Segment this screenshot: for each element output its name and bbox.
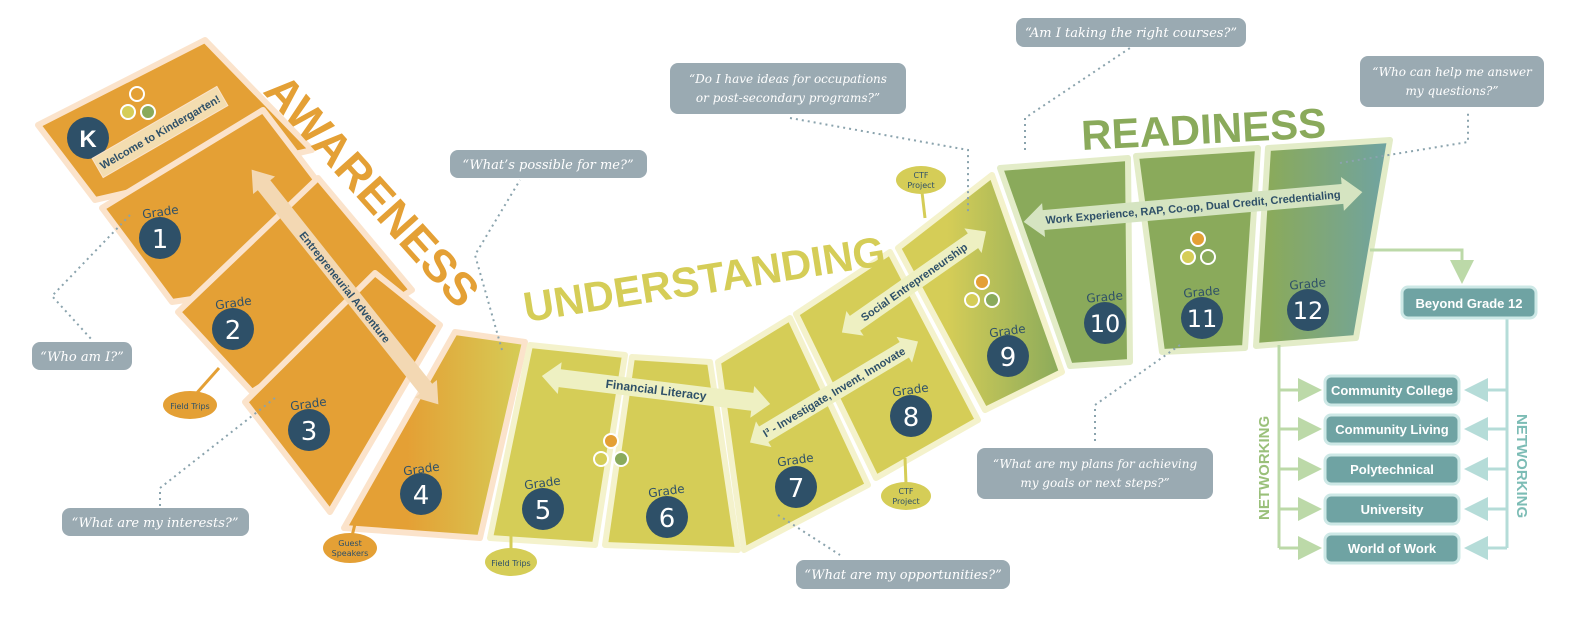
- ctf-project-tag: CTF Project: [881, 457, 931, 510]
- grade-number: 4: [413, 481, 430, 511]
- grade-label: Grade: [776, 451, 814, 470]
- question-possible: “What’s possible for me?”: [450, 150, 647, 178]
- ctf-project-tag: CTF Project: [896, 166, 946, 219]
- question-text: my questions?”: [1406, 84, 1499, 98]
- tag-label: Project: [907, 181, 934, 190]
- grade-badge-1: Grade 1: [139, 203, 181, 259]
- grade-badge-3: Grade 3: [288, 395, 330, 451]
- tag-label: Field Trips: [491, 559, 530, 568]
- grade-label: Grade: [891, 381, 929, 400]
- field-trips-tag: Field Trips: [485, 535, 537, 576]
- beyond-title: Beyond Grade 12: [1416, 296, 1523, 311]
- question-text: “What are my plans for achieving: [993, 457, 1198, 471]
- grade-number: 10: [1090, 310, 1121, 338]
- grade-number: 12: [1293, 297, 1324, 325]
- question-text: or post-secondary programs?”: [696, 91, 880, 105]
- grade-label: Grade: [988, 322, 1026, 341]
- three-circles-icon: [593, 433, 629, 467]
- grade-number: 9: [1000, 343, 1017, 373]
- grade-badge-4: Grade 4: [400, 460, 442, 515]
- networking-label-right: NETWORKING: [1513, 414, 1530, 518]
- option-label: World of Work: [1348, 541, 1437, 556]
- grade-badge-2: Grade 2: [212, 294, 254, 350]
- question-help: “Who can help me answer my questions?”: [1360, 56, 1544, 107]
- grade-number: 6: [659, 504, 676, 534]
- tag-label: CTF: [898, 487, 913, 496]
- panel-grade-6: [602, 354, 741, 553]
- question-opportunities: “What are my opportunities?”: [796, 560, 1010, 589]
- question-text: “Who can help me answer: [1372, 65, 1533, 79]
- grade-number: 7: [788, 474, 805, 504]
- question-text: “What are my opportunities?”: [804, 568, 1001, 583]
- grade-label: Grade: [1183, 283, 1221, 300]
- grade-label: Grade: [289, 395, 327, 414]
- grade-number: 8: [903, 403, 920, 433]
- kindergarten-badge: K: [67, 117, 109, 159]
- grade-label: Grade: [1289, 275, 1327, 292]
- three-circles-icon: [120, 86, 156, 120]
- option-label: Community Living: [1335, 422, 1448, 437]
- three-circles-icon: [1180, 231, 1216, 265]
- option-university: University: [1323, 493, 1461, 526]
- option-label: Polytechnical: [1350, 462, 1434, 477]
- question-text: “What are my interests?”: [72, 516, 239, 531]
- grade-number: 11: [1187, 305, 1218, 333]
- panel-grade-5: [487, 342, 628, 548]
- grade-number: 2: [225, 316, 242, 346]
- grade-number: 5: [535, 496, 552, 526]
- option-label: University: [1361, 502, 1425, 517]
- grade-badge-10: Grade 10: [1084, 288, 1126, 344]
- grade-number: 3: [301, 417, 318, 447]
- option-label: Community College: [1331, 383, 1453, 398]
- kindergarten-letter: K: [79, 126, 97, 153]
- dotted-connectors: [50, 47, 1469, 556]
- question-text: “Do I have ideas for occupations: [689, 72, 887, 86]
- tag-label: CTF: [913, 171, 928, 180]
- question-plans: “What are my plans for achieving my goal…: [977, 448, 1213, 499]
- question-who-am-i: “Who am I?”: [32, 342, 132, 370]
- grade-label: Grade: [523, 474, 561, 493]
- question-ideas: “Do I have ideas for occupations or post…: [670, 63, 906, 114]
- tag-label: Field Trips: [170, 402, 209, 411]
- grade-badge-5: Grade 5: [522, 474, 564, 530]
- grade-label: Grade: [214, 294, 252, 313]
- grade-badge-11: Grade 11: [1181, 283, 1223, 339]
- question-courses: “Am I taking the right courses?”: [1016, 18, 1246, 47]
- grade-label: Grade: [141, 203, 179, 222]
- grade-label: Grade: [1086, 288, 1124, 305]
- question-text: “What’s possible for me?”: [462, 158, 633, 173]
- networking-label-left: NETWORKING: [1256, 416, 1273, 520]
- grade-badge-9: Grade 9: [987, 322, 1029, 377]
- option-polytechnical: Polytechnical: [1323, 453, 1461, 486]
- three-circles-icon: [964, 274, 1000, 308]
- field-trips-tag: Field Trips: [163, 367, 221, 419]
- panel-grade-7: [715, 315, 871, 553]
- question-text: “Who am I?”: [40, 350, 124, 365]
- grade-badge-6: Grade 6: [646, 482, 688, 538]
- question-text: “Am I taking the right courses?”: [1025, 26, 1237, 41]
- beyond-grade-12-box: Beyond Grade 12: [1400, 285, 1538, 320]
- tag-label: Project: [892, 497, 919, 506]
- grade-badge-7: Grade 7: [775, 451, 817, 508]
- grade-label: Grade: [647, 482, 685, 501]
- beyond-connectors: [1277, 248, 1509, 560]
- tag-label: Speakers: [332, 549, 369, 558]
- grade-badge-8: Grade 8: [890, 381, 932, 437]
- option-world-of-work: World of Work: [1323, 532, 1461, 565]
- tag-label: Guest: [338, 539, 362, 548]
- option-community-college: Community College: [1323, 374, 1461, 407]
- grade-badge-12: Grade 12: [1287, 275, 1329, 331]
- question-interests: “What are my interests?”: [62, 508, 249, 536]
- grade-label: Grade: [402, 460, 440, 479]
- grade-number: 1: [152, 225, 169, 255]
- guest-speakers-tag: Guest Speakers: [323, 523, 377, 563]
- option-community-living: Community Living: [1323, 413, 1461, 446]
- question-text: my goals or next steps?”: [1020, 476, 1169, 490]
